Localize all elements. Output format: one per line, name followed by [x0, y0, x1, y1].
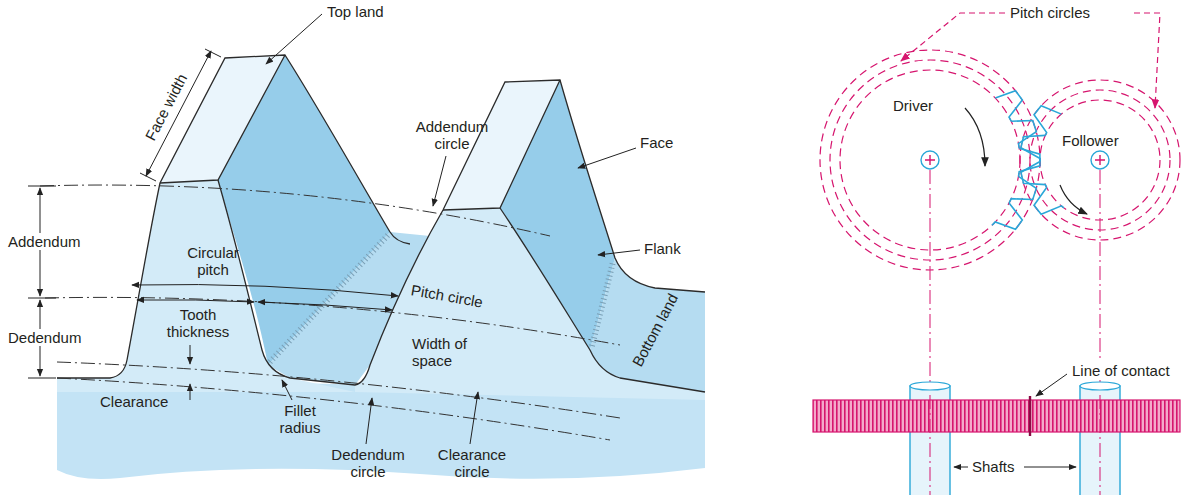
follower-face	[1030, 400, 1180, 432]
width-of-space-dimension	[258, 302, 392, 310]
addendum-circle-line	[40, 185, 550, 236]
part-label: Addendum circle	[412, 118, 492, 153]
follower-tooth	[1020, 161, 1047, 192]
part-label: Clearance	[100, 393, 168, 410]
follower-tooth	[1028, 101, 1062, 135]
center-cross	[925, 155, 1105, 165]
leader-line	[266, 14, 322, 64]
part-label: Dedendum circle	[328, 446, 408, 481]
gear-faces	[813, 396, 1180, 436]
extension-line	[140, 49, 221, 181]
rotation-arrows	[965, 108, 1087, 214]
contact-line	[1029, 396, 1031, 436]
part-label: Pitch circles	[1010, 4, 1090, 21]
driver-tooth	[992, 203, 1026, 238]
tooth-side-face	[500, 80, 615, 350]
driver-tooth	[1011, 115, 1040, 148]
shaft-break	[1080, 382, 1120, 390]
tooth-outline	[500, 208, 705, 392]
dimension-lines	[28, 14, 640, 444]
part-label: Circular pitch	[180, 244, 246, 279]
part-label: Follower	[1062, 132, 1119, 149]
pitch-circle-line	[45, 297, 620, 345]
part-label: Shafts	[972, 458, 1015, 475]
leader-line	[366, 398, 372, 444]
extension-line	[28, 186, 56, 378]
driver-tooth	[995, 86, 1029, 121]
rotation-arrow	[965, 108, 985, 166]
driver-face	[813, 400, 1030, 432]
part-label: Dedendum	[6, 329, 84, 346]
tooth-outline	[57, 55, 410, 378]
center-line	[930, 170, 1100, 495]
leader-line	[578, 148, 636, 168]
part-label: Top land	[327, 3, 384, 20]
center-lines	[930, 170, 1100, 495]
part-label: Fillet radius	[270, 402, 330, 437]
clearance-circle-line	[57, 362, 620, 418]
part-label: Tooth thickness	[160, 306, 236, 341]
part-label: Face	[640, 134, 673, 151]
part-label: Face width	[142, 71, 191, 143]
clearance-arrow	[190, 384, 191, 400]
shafts	[910, 382, 1120, 495]
part-label: Width of space	[412, 335, 482, 370]
tooth-outline	[218, 80, 705, 385]
leader-line	[433, 156, 446, 206]
pitch-circle-leaders	[901, 13, 1160, 108]
shaft-break	[910, 382, 950, 390]
rotation-arrow	[1060, 185, 1087, 214]
gear-teeth	[992, 86, 1064, 238]
leader-line	[901, 13, 1005, 61]
leader-line	[282, 380, 292, 400]
part-label: Addendum	[6, 233, 84, 250]
part-label: Clearance circle	[432, 446, 512, 481]
leader-line	[470, 392, 478, 444]
center-marks	[921, 151, 1109, 169]
center-lines	[930, 395, 1100, 495]
leader-line	[598, 250, 640, 255]
leader-line	[1036, 374, 1067, 396]
leader-line	[1134, 13, 1160, 108]
leader-lines	[954, 374, 1076, 467]
leader-line	[1024, 467, 1076, 468]
part-label: Line of contact	[1070, 362, 1172, 379]
follower-tooth	[1019, 131, 1046, 162]
pitch-circles	[820, 50, 1180, 270]
circular-pitch-dimension	[132, 284, 398, 296]
follower-tooth	[1030, 187, 1064, 221]
clearance-arrow	[190, 345, 191, 364]
tooth-thickness-dimension	[137, 300, 254, 302]
part-label: Driver	[893, 97, 933, 114]
dedendum-circle-line	[57, 378, 610, 440]
part-label: Flank	[644, 240, 681, 257]
leader-line	[954, 467, 968, 468]
chain-lines	[40, 185, 620, 440]
tooth-outline	[57, 55, 705, 392]
center-line	[930, 395, 1100, 495]
gear-body	[57, 55, 705, 479]
